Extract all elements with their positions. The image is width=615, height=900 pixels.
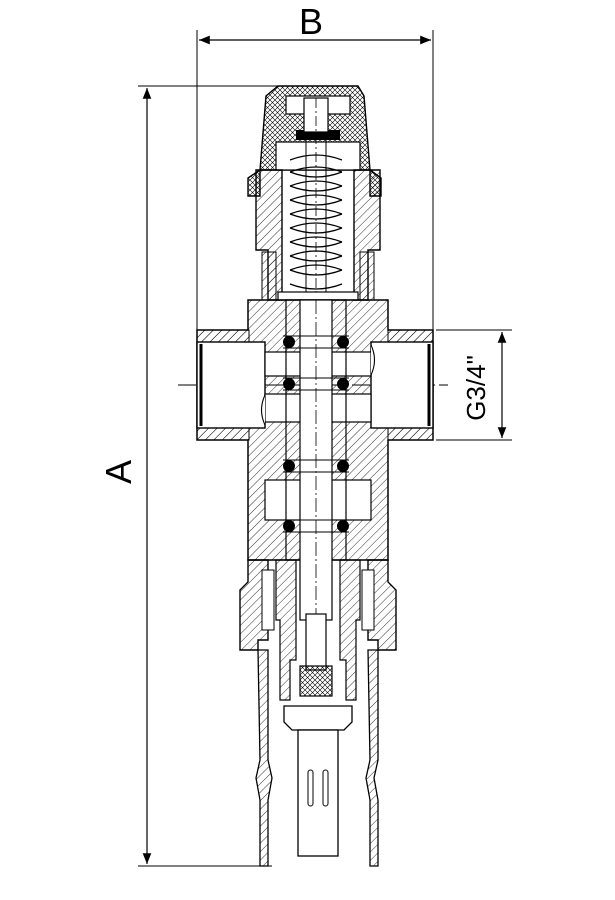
spring-seat [277, 291, 359, 301]
dimension-a: A [98, 85, 290, 867]
bonnet [255, 169, 381, 301]
sensor-probe [283, 705, 353, 857]
union-nut [239, 559, 397, 651]
inlet-port [196, 341, 266, 429]
outlet-port [370, 341, 434, 429]
dim-b-label: B [299, 1, 323, 42]
guide-insert [275, 559, 361, 701]
dimension-b: B [196, 1, 434, 335]
o-rings [283, 336, 349, 532]
adjusting-screw [303, 97, 329, 301]
o-ring-grooves [283, 335, 349, 533]
dim-a-label: A [98, 460, 139, 484]
dimension-thread: G3/4" [436, 329, 512, 441]
lower-tube [255, 649, 379, 867]
spring [289, 154, 343, 290]
thread-label: G3/4" [461, 355, 491, 421]
